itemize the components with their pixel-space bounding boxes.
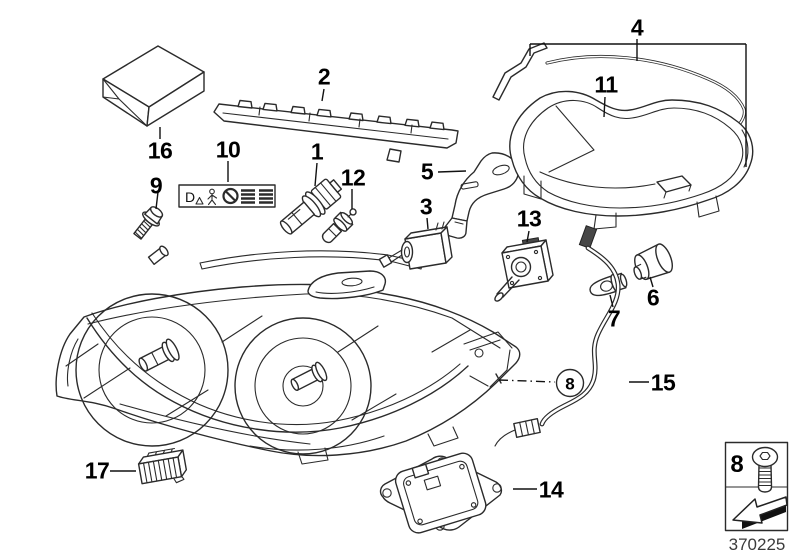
callout-11[interactable]: 11 <box>594 71 618 98</box>
callout-9[interactable]: 9 <box>149 172 163 199</box>
connector-drawing <box>137 447 188 485</box>
callout-4[interactable]: 4 <box>630 14 644 41</box>
callout-12[interactable]: 12 <box>340 164 366 191</box>
text-lines-icon <box>259 189 273 204</box>
mount-peg <box>147 245 169 266</box>
callout-7[interactable]: 7 <box>607 305 621 332</box>
torx-screw-icon <box>751 446 779 493</box>
installed-bulb-right <box>290 361 328 391</box>
legend-item-number: 8 <box>730 451 743 478</box>
dash-dot-line-8 <box>498 379 556 383</box>
clip-bracket-drawing <box>444 152 520 239</box>
callout-1[interactable]: 1 <box>310 138 324 165</box>
callout-6[interactable]: 6 <box>646 284 660 311</box>
callout-5[interactable]: 5 <box>420 158 434 185</box>
warning-label-drawing: D <box>178 184 276 208</box>
control-unit-drawing <box>379 452 503 534</box>
warning-triangle-icon <box>195 196 204 205</box>
bulb-socket-drawing <box>633 243 673 281</box>
callout-15[interactable]: 15 <box>650 369 676 396</box>
adjuster-motor-drawing <box>378 221 453 270</box>
text-lines-icon <box>241 189 255 204</box>
halogen-bulb-drawing <box>279 178 343 235</box>
callout-2[interactable]: 2 <box>317 63 331 90</box>
direction-arrow-icon <box>732 496 788 529</box>
left-projector-ring <box>75 293 229 447</box>
warning-letter: D <box>185 189 195 205</box>
legend-box: 8 <box>724 441 789 532</box>
callout-14[interactable]: 14 <box>538 476 564 503</box>
person-icon <box>207 188 218 206</box>
callout-leader-lines <box>110 39 747 490</box>
callout-17[interactable]: 17 <box>84 457 110 484</box>
installed-bulb-left <box>138 338 180 372</box>
right-projector-ring <box>234 317 372 455</box>
side-bulb-drawing <box>321 208 357 244</box>
callout-10[interactable]: 10 <box>215 136 241 163</box>
callout-8-circled[interactable]: 8 <box>555 368 585 398</box>
drawing-number: 370225 <box>729 535 786 554</box>
headlight-assembly-drawing <box>55 245 521 465</box>
ignitor-drawing <box>494 237 554 302</box>
callout-13[interactable]: 13 <box>516 205 542 232</box>
prohibition-icon <box>222 187 239 205</box>
callout-3[interactable]: 3 <box>419 193 433 220</box>
rear-cover-drawing <box>509 90 754 230</box>
bracket-line-4 <box>529 39 747 167</box>
carton-box-drawing <box>102 45 205 127</box>
cable-drawing <box>494 225 621 447</box>
indicator-bulb-drawing <box>589 272 628 297</box>
svg-text:8: 8 <box>565 375 574 394</box>
bracket-strip-drawing <box>213 99 459 163</box>
screw-drawing <box>133 206 164 240</box>
callout-16[interactable]: 16 <box>147 137 173 164</box>
